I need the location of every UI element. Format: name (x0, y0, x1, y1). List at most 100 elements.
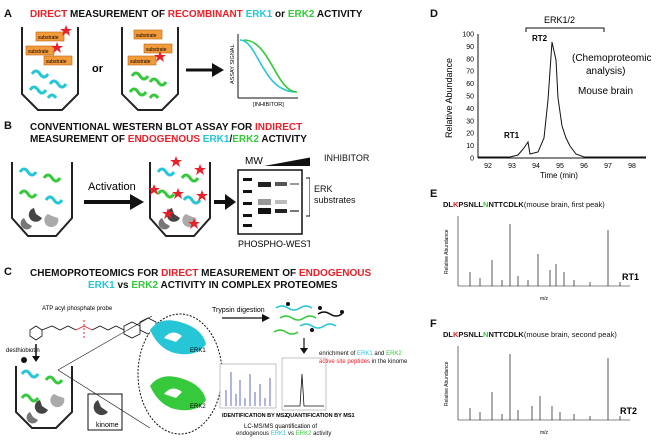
panel-b-title-2: MEASUREMENT OF ENDOGENOUS ERK1/ERK2 ACTI… (30, 134, 307, 146)
biotin-dot (21, 357, 27, 363)
title-direct: DIRECT (161, 268, 199, 279)
enrichment-active-site: active site peptides (319, 359, 371, 365)
title-activity: ACTIVITY (258, 134, 307, 145)
panel-label-c: C (4, 266, 12, 278)
tube (15, 366, 73, 429)
inhibitor-wedge (264, 157, 310, 166)
tube-2 (149, 162, 211, 237)
peak-rt1-label: RT1 (504, 131, 520, 140)
substrate-label: substrate (28, 49, 49, 55)
arrow-head (212, 63, 224, 77)
substrate-label: substrate (136, 33, 157, 39)
pep-n: N (483, 200, 489, 209)
chromatogram-trace (478, 41, 646, 158)
y-tick-label: 10 (466, 143, 474, 150)
peptides (273, 305, 343, 335)
title-erk2: ERK2 (131, 280, 159, 291)
spectrum-f: Relative Abundance m/z RT2 (444, 346, 637, 436)
title-text: CHEMOPROTEOMICS FOR (30, 268, 162, 279)
y-tick-label: 20 (466, 131, 474, 138)
title-endogenous: ENDOGENOUS (127, 134, 201, 145)
phosphate-stars-2 (154, 51, 166, 62)
peptide-f: DLKPSNLLNNTTCDLK(mouse brain, second pea… (443, 330, 617, 339)
title-activity: ACTIVITY (314, 9, 363, 20)
substrates-label: substrates (314, 195, 356, 205)
enrichment-text: enrichment of ERK1 and ERK2 active site … (319, 350, 407, 366)
chromatogram-xlabel: Time (min) (540, 171, 578, 180)
spectrum-f-ylabel: Relative Abundance (444, 361, 450, 406)
tube-2-erks (156, 167, 202, 205)
activation-arrow-head (130, 194, 144, 210)
title-erk2: ERK2 (287, 9, 315, 20)
spectrum-e: Relative Abundance m/z RT1 (444, 216, 639, 302)
panel-c-title-1: CHEMOPROTEOMICS FOR DIRECT MEASUREMENT O… (30, 268, 371, 280)
spectrum-f-tag: RT2 (620, 406, 637, 416)
title-or: or (272, 9, 288, 20)
desc-e: (mouse brain, first peak) (523, 200, 605, 209)
spectrum-e-ylabel: Relative Abundance (444, 229, 450, 274)
x-tick-label: 98 (628, 163, 636, 170)
title-indirect: INDIRECT (255, 122, 303, 133)
y-tick-label: 60 (466, 81, 474, 88)
pep-part: DL (443, 200, 453, 209)
title-direct: DIRECT (30, 9, 68, 20)
lcms-text: activity (311, 431, 332, 437)
pep-part: PSNLL (458, 330, 484, 339)
panel-b-diagram: Activation MW (11, 156, 310, 249)
substrate-label: substrate (130, 59, 151, 65)
or-text: or (92, 63, 104, 75)
zoom-line (57, 369, 151, 429)
x-tick-label: 95 (556, 163, 564, 170)
panel-a-diagram: substrate substrate substrate or substra… (21, 25, 298, 111)
tube-1 (11, 162, 73, 237)
enrichment-text-a: enrichment of (319, 351, 358, 357)
blot-caption: PHOSPHO-WESTERN BLOT (238, 239, 310, 249)
enzymes-1 (28, 69, 68, 99)
panel-label-b: B (4, 120, 12, 132)
probe-arrow-head (32, 356, 40, 362)
lcms-line-2: endogenous ERK1 vs ERK2 activity (236, 430, 331, 438)
title-endogenous: ENDOGENOUS (298, 268, 372, 279)
lcms-line-1: LC-MS/MS quantification of (244, 424, 317, 430)
tube-1-erks (18, 167, 64, 205)
pep-k: K (453, 200, 459, 209)
spectrum-f-peaks (469, 354, 621, 420)
ms1-label: QUANTIFICATION BY MS1 (286, 413, 355, 419)
tube-kinases (26, 394, 65, 424)
substrate-label: substrate (46, 59, 67, 65)
erk2-pocket (164, 388, 182, 398)
assay-x-axis: [INHIBITOR] (253, 102, 284, 108)
title-erk1: ERK1 (88, 280, 115, 291)
spectrum-e-tag: RT1 (622, 272, 639, 282)
blot-arrow-head (225, 194, 236, 210)
enrichment-erk2: ERK2 (386, 351, 402, 357)
annotation-3: Mouse brain (578, 86, 633, 97)
inhibitor-label: INHIBITOR (324, 153, 370, 163)
pep-part: NTTCDLK (488, 330, 524, 339)
panel-b-title-1: CONVENTIONAL WESTERN BLOT ASSAY FOR INDI… (30, 122, 302, 134)
substrate-label: substrate (146, 47, 167, 53)
erk1-pocket (164, 332, 182, 342)
title-text: CONVENTIONAL WESTERN BLOT ASSAY FOR (30, 122, 256, 133)
panel-a-title: DIRECT MEASUREMENT OF RECOMBINANT ERK1 o… (30, 9, 362, 21)
peptide-tags (286, 302, 344, 332)
enrichment-kinome: in the kinome (370, 359, 408, 365)
probe-structure (29, 317, 157, 341)
panel-label-d: D (430, 8, 438, 20)
y-tick-label: 80 (466, 56, 474, 63)
annotation-2: analysis) (586, 66, 625, 77)
title-vs: vs (114, 280, 132, 291)
probe-label: ATP acyl phosphate probe (42, 306, 113, 312)
substrate-boxes-2 (127, 29, 173, 66)
y-tick-label: 90 (466, 44, 474, 51)
desc-f: (mouse brain, second peak) (523, 330, 617, 339)
tube-2-phospho-stars (148, 156, 208, 229)
assay-plot (237, 34, 298, 99)
pep-k: K (453, 330, 459, 339)
x-tick-label: 96 (580, 163, 588, 170)
y-tick-label: 30 (466, 118, 474, 125)
title-text: ACTIVITY IN COMPLEX PROTEOMES (158, 280, 338, 291)
enrichment-erk1: ERK1 (357, 351, 373, 357)
